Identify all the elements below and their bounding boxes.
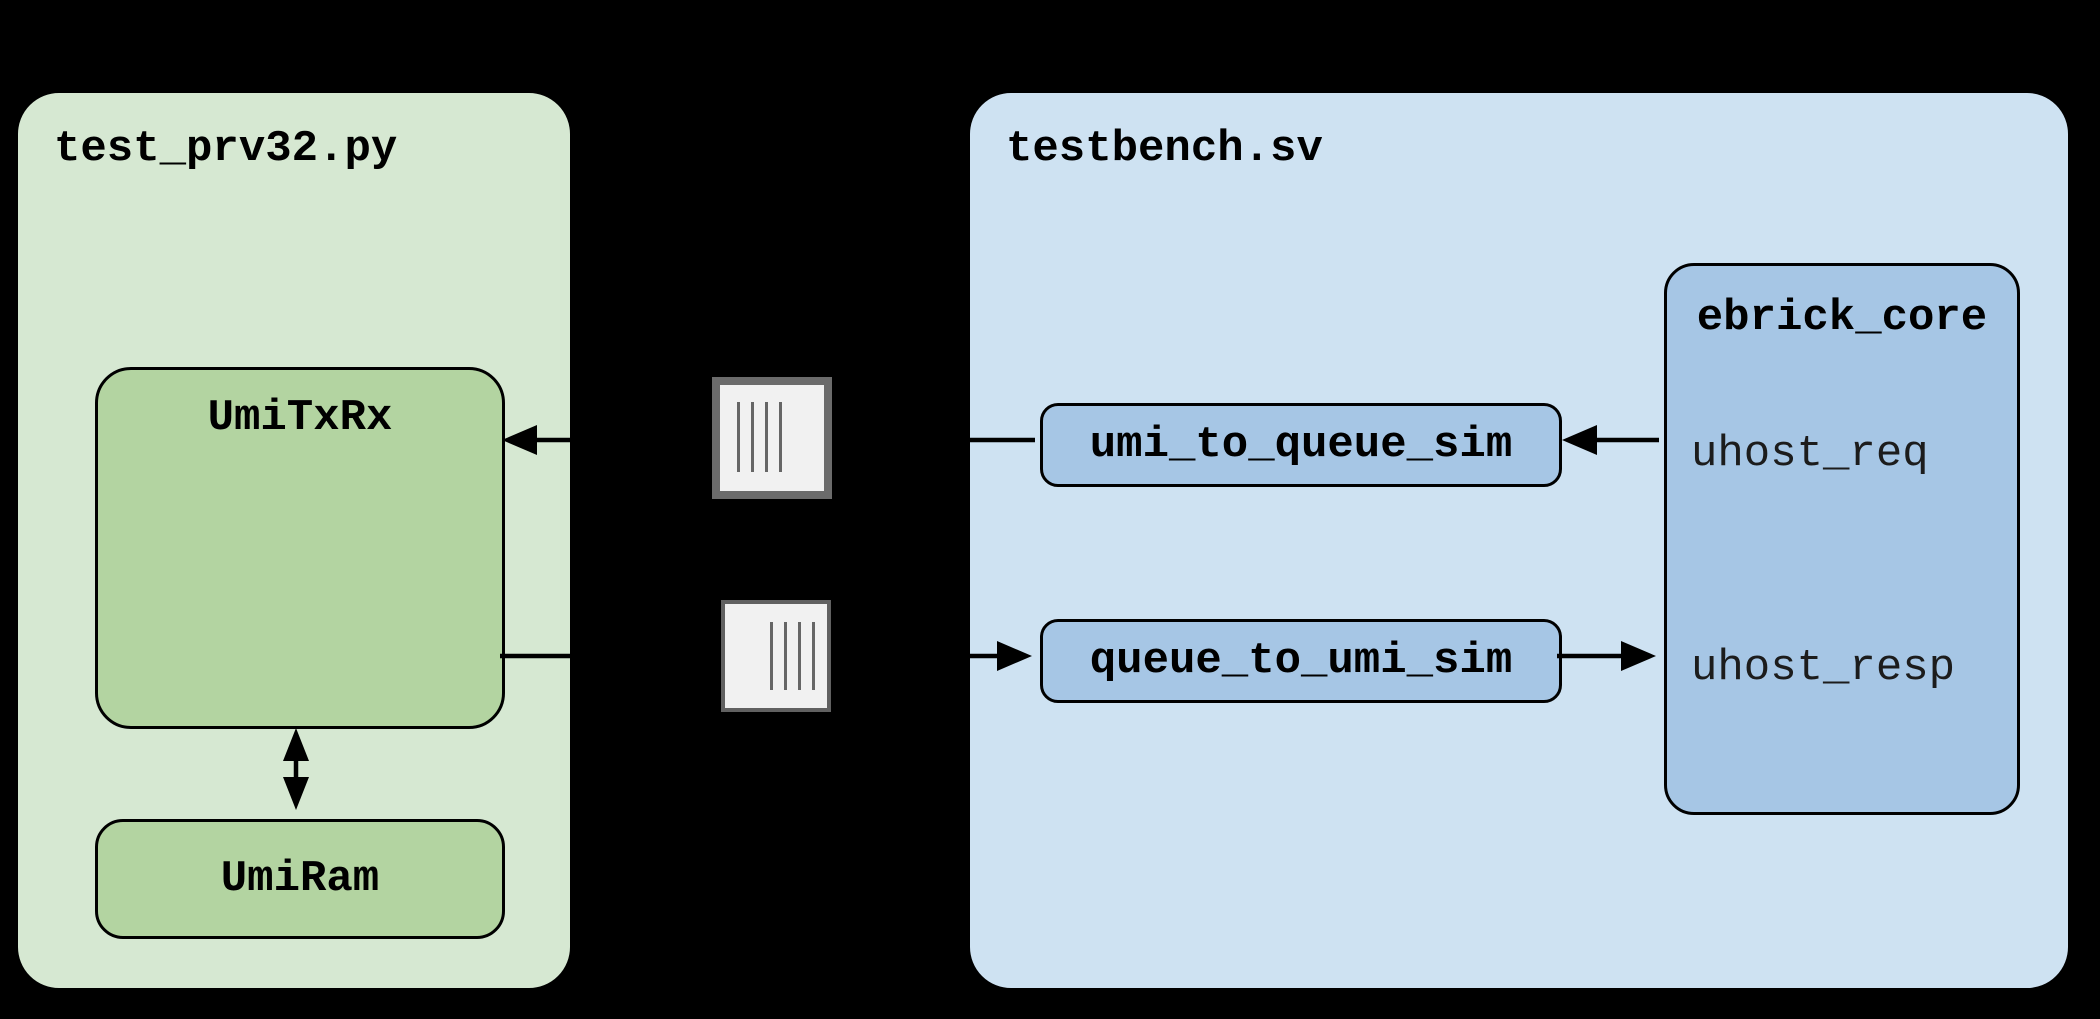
queue-icon-bars: [737, 402, 782, 472]
node-umi-to-queue-sim: umi_to_queue_sim: [1040, 403, 1562, 487]
queue-bar: [737, 402, 740, 472]
node-queue-to-umi-sim-label: queue_to_umi_sim: [1089, 636, 1513, 686]
queue-bar: [784, 622, 787, 690]
arrowhead-into-queue-to-umi-sim: [997, 641, 1032, 671]
node-umi-to-queue-sim-label: umi_to_queue_sim: [1089, 420, 1513, 470]
queue-bar: [770, 622, 773, 690]
node-umiram: UmiRam: [95, 819, 505, 939]
port-uhost-req: uhost_req: [1691, 429, 1929, 479]
request-queue-file-icon: [712, 377, 832, 499]
arrowhead-into-umitxrx: [502, 425, 537, 455]
queue-bar: [798, 622, 801, 690]
node-ebrick-core: ebrick_core uhost_req uhost_resp: [1664, 263, 2020, 815]
queue-bar: [779, 402, 782, 472]
testbench-group: testbench.sv umi_to_queue_sim queue_to_u…: [965, 88, 2073, 993]
node-queue-to-umi-sim: queue_to_umi_sim: [1040, 619, 1562, 703]
arrowhead-into-uhost-resp: [1621, 641, 1656, 671]
testbench-file-title: testbench.sv: [1006, 124, 1323, 174]
port-uhost-resp: uhost_resp: [1691, 643, 1956, 693]
arrowhead-into-umi-to-queue-sim: [1562, 425, 1597, 455]
response-queue-file-icon: [721, 600, 831, 712]
python-file-title: test_prv32.py: [54, 124, 398, 174]
queue-icon-bars: [770, 622, 815, 690]
node-umiram-label: UmiRam: [220, 854, 380, 904]
arrowhead-into-umiram-top: [283, 777, 309, 810]
python-test-group: test_prv32.py UmiTxRx UmiRam: [13, 88, 575, 993]
node-umitxrx-label: UmiTxRx: [207, 393, 393, 443]
queue-bar: [812, 622, 815, 690]
node-umitxrx: UmiTxRx: [95, 367, 505, 729]
queue-bar: [751, 402, 754, 472]
ebrick-core-title: ebrick_core: [1696, 293, 1988, 343]
queue-bar: [765, 402, 768, 472]
arrowhead-into-umitxrx-bottom: [283, 728, 309, 761]
